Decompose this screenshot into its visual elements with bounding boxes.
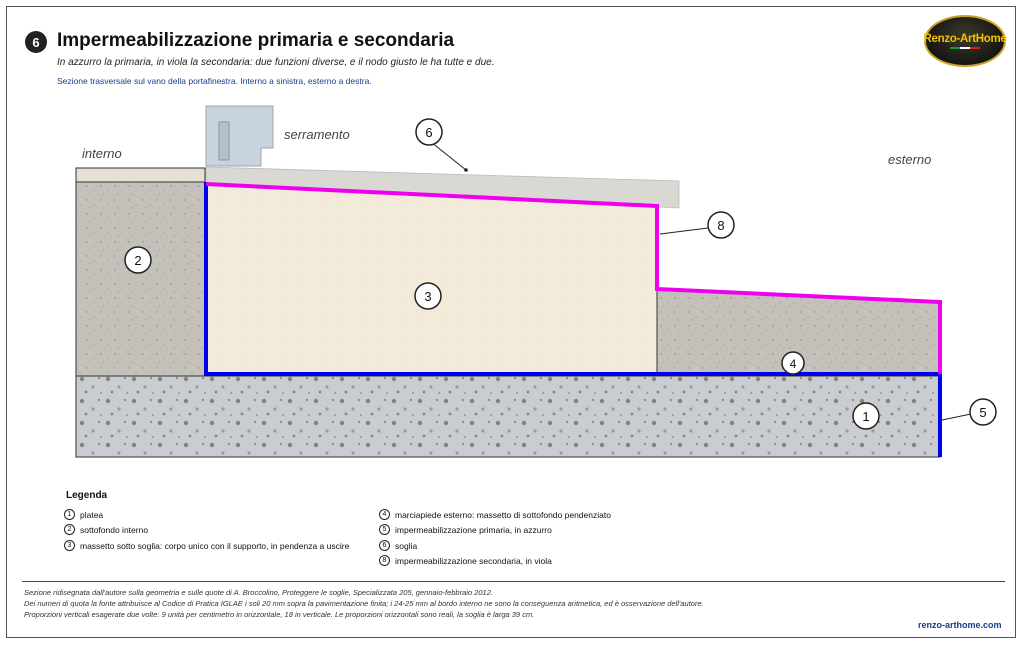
primary-waterproofing-membrane — [204, 182, 942, 457]
footer-source-note: Sezione ridisegnata dall'autore sulla ge… — [24, 588, 493, 597]
legend-text: sottofondo interno — [80, 524, 149, 535]
svg-text:6: 6 — [425, 125, 432, 140]
label-interno: interno — [82, 146, 122, 161]
footer-quote-note: Dei numeri di quota la fonte attribuisce… — [24, 599, 704, 608]
callout-8: 8 — [707, 211, 735, 239]
legend-number: 6 — [379, 540, 390, 551]
legend-text: soglia — [395, 540, 418, 551]
legend-item: 1 platea — [64, 509, 103, 520]
svg-text:8: 8 — [717, 218, 724, 233]
legend-number: 3 — [64, 540, 75, 551]
logo-text: Renzo-ArtHome — [923, 33, 1007, 45]
legend-text: massetto sotto soglia: corpo unico con i… — [80, 540, 350, 551]
legend-text: platea — [80, 509, 104, 520]
sill-soglia — [205, 166, 680, 209]
section-note: Sezione trasversale sul vano della porta… — [57, 76, 372, 86]
threshold-screed — [205, 184, 658, 374]
leader-line-6 — [430, 141, 467, 171]
callout-2: 2 — [124, 246, 152, 274]
legend-item: 3 massetto sotto soglia: corpo unico con… — [64, 540, 349, 551]
svg-text:2: 2 — [134, 253, 141, 268]
page-title: Impermeabilizzazione primaria e secondar… — [57, 30, 455, 51]
legend-number: 1 — [64, 509, 75, 520]
interior-screed — [75, 181, 206, 377]
leader-line-5 — [941, 413, 972, 421]
legend-item: 8 impermeabilizzazione secondaria, in vi… — [379, 555, 552, 566]
interior-floor-finish — [75, 167, 206, 183]
legend-number: 2 — [64, 524, 75, 535]
legend-item: 2 sottofondo interno — [64, 524, 148, 535]
svg-text:1: 1 — [862, 409, 869, 424]
brand-logo[interactable]: Renzo-ArtHome — [923, 15, 1007, 67]
legend-title: Legenda — [66, 490, 108, 501]
legend-item: 4 marciapiede esterno: massetto di sotto… — [379, 509, 611, 520]
window-frame-glass — [218, 121, 230, 161]
legend-text: marciapiede esterno: massetto di sottofo… — [395, 509, 611, 520]
callout-4: 4 — [781, 351, 805, 375]
leader-line-8 — [659, 227, 709, 235]
callout-1: 1 — [852, 402, 880, 430]
callout-3: 3 — [414, 282, 442, 310]
italian-flag-icon — [950, 47, 980, 49]
window-frame-serramento — [205, 105, 274, 167]
legend-number: 8 — [379, 555, 390, 566]
site-link[interactable]: renzo-arthome.com — [918, 620, 1002, 630]
legend-item: 6 soglia — [379, 540, 417, 551]
callout-6: 6 — [415, 118, 443, 146]
legend-number: 4 — [379, 509, 390, 520]
svg-text:4: 4 — [790, 357, 797, 371]
label-esterno: esterno — [888, 152, 931, 167]
callout-5: 5 — [969, 398, 997, 426]
legend-text: impermeabilizzazione secondaria, in viol… — [395, 555, 552, 566]
slab-platea — [75, 375, 941, 458]
leader-dot-6 — [464, 168, 468, 172]
footer-proportions-note: Proporzioni verticali esagerate due volt… — [24, 610, 535, 619]
footer-divider — [22, 581, 1005, 582]
figure-number-badge: 6 — [25, 31, 47, 53]
svg-text:3: 3 — [424, 289, 431, 304]
svg-text:5: 5 — [979, 405, 986, 420]
legend-number: 5 — [379, 524, 390, 535]
page-subtitle: In azzurro la primaria, in viola la seco… — [57, 57, 495, 68]
legend-text: impermeabilizzazione primaria, in azzurr… — [395, 524, 552, 535]
secondary-waterproofing-membrane — [205, 182, 942, 374]
legend-item: 5 impermeabilizzazione primaria, in azzu… — [379, 524, 552, 535]
label-serramento: serramento — [284, 127, 350, 142]
